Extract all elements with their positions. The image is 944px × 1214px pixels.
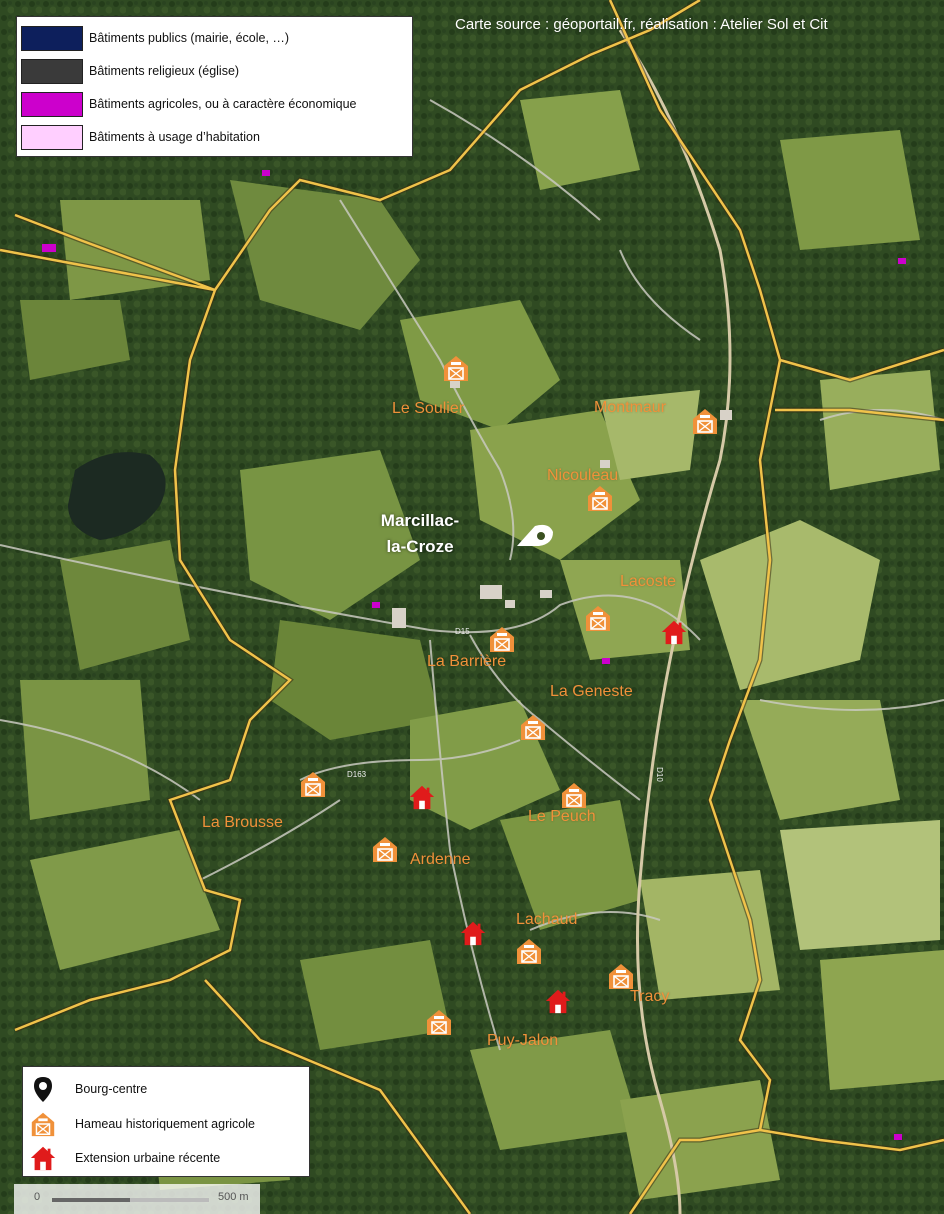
barn-icon[interactable] [514,936,544,966]
barn-icon[interactable] [606,961,636,991]
map-pin-icon[interactable] [515,522,555,548]
swatch-housing [21,125,83,150]
barn-icon[interactable] [518,712,548,742]
swatch-public [21,26,83,51]
barn-icon[interactable] [298,769,328,799]
legend-label: Bâtiments publics (mairie, école, …) [89,31,290,45]
scale-segment-light [130,1198,209,1202]
swatch-religious [21,59,83,84]
legend-label: Hameau historiquement agricole [75,1117,255,1131]
barn-icon[interactable] [487,624,517,654]
legend-row-bourg: Bourg-centre [23,1073,309,1103]
swatch-agricultural [21,92,83,117]
legend-row-religious: Bâtiments religieux (église) [17,55,412,85]
place-label-nicouleau: Nicouleau [547,467,619,484]
legend-row-agricultural: Bâtiments agricoles, ou à caractère écon… [17,88,412,118]
legend-row-housing: Bâtiments à usage d’habitation [17,121,412,151]
legend-row-extension: Extension urbaine récente [23,1142,309,1172]
legend-label: Bourg-centre [75,1082,148,1096]
place-label-ardenne: Ardenne [410,851,471,868]
building-type-legend: Bâtiments publics (mairie, école, …) Bât… [16,16,413,157]
house-icon [30,1146,56,1171]
building-clusters [392,380,732,628]
barn-icon [31,1112,55,1137]
map-credit: Carte source : géoportail.fr, réalisatio… [455,16,828,33]
barn-icon[interactable] [370,834,400,864]
house-icon[interactable] [408,783,436,811]
place-label-lachaud: Lachaud [516,911,578,928]
legend-row-hamlet: Hameau historiquement agricole [23,1108,309,1138]
scale-start-label: 0 [34,1191,41,1203]
symbol-legend: Bourg-centre Hameau historiquement agric… [22,1066,310,1177]
lake [68,452,166,540]
road-label-d15: D15 [455,627,470,636]
barn-icon[interactable] [424,1007,454,1037]
legend-label: Extension urbaine récente [75,1151,221,1165]
place-label-la-geneste: La Geneste [550,683,633,700]
legend-label: Bâtiments religieux (église) [89,64,240,78]
house-icon[interactable] [544,987,572,1015]
road-label-d10: D10 [654,767,664,782]
barn-icon[interactable] [441,353,471,383]
place-label-puy-jalon: Puy-Jalon [487,1032,559,1049]
place-label-tracy: Tracy [630,988,670,1005]
map-pin-icon [34,1077,52,1102]
scale-bar: 0 500 m [14,1184,260,1214]
legend-label: Bâtiments à usage d’habitation [89,130,260,144]
place-label-le-peuch: Le Peuch [528,808,596,825]
town-label-line2: la-Croze [386,537,454,556]
place-label-montmaur: Montmaur [594,399,667,416]
legend-label: Bâtiments agricoles, ou à caractère écon… [89,97,357,111]
place-label-le-soulier: Le Soulier [392,400,465,417]
road-label-d163: D163 [347,770,367,779]
place-label-la-barriere: La Barrière [427,653,507,670]
town-label-line1: Marcillac- [380,511,460,530]
scale-end-label: 500 m [218,1191,249,1203]
house-icon[interactable] [459,919,487,947]
house-icon[interactable] [660,618,688,646]
barn-icon[interactable] [690,406,720,436]
barn-icon[interactable] [585,483,615,513]
barn-icon[interactable] [559,780,589,810]
place-label-la-brousse: La Brousse [202,814,283,831]
place-label-lacoste: Lacoste [620,573,677,590]
scale-segment-dark [52,1198,130,1202]
town-label: Marcillac- la-Croze [365,508,475,560]
barn-icon[interactable] [583,603,613,633]
minor-roads [0,99,944,1051]
legend-row-public: Bâtiments publics (mairie, école, …) [17,22,412,52]
scale-bar-graphic [52,1198,209,1202]
